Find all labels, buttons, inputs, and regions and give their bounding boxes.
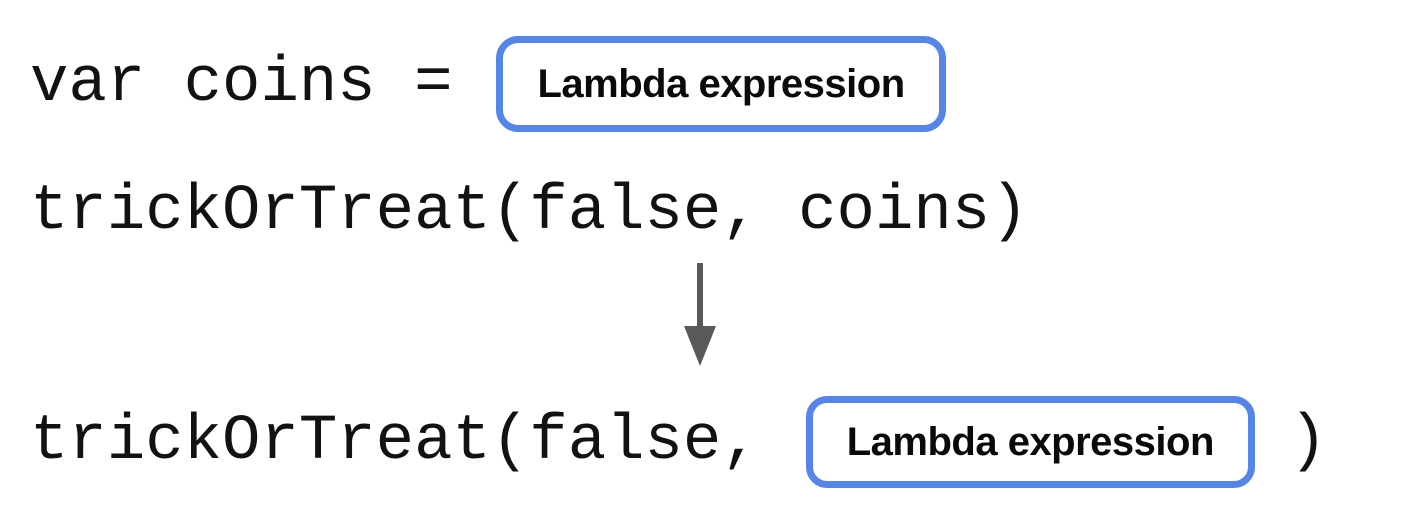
call-after-line: trickOrTreat(false, Lambda expression ) (30, 392, 1327, 492)
call-before-line: trickOrTreat(false, coins) (30, 180, 1029, 244)
assignment-code: var coins = (30, 48, 453, 120)
lambda-expression-chip-top: Lambda expression (496, 36, 946, 132)
call-after-code-suffix: ) (1288, 406, 1328, 478)
lambda-expression-chip-bottom: Lambda expression (805, 396, 1255, 488)
call-after-code-prefix: trickOrTreat(false, (30, 406, 760, 478)
lambda-expression-chip-label: Lambda expression (537, 62, 905, 106)
call-before-code: trickOrTreat(false, coins) (30, 176, 1029, 248)
assignment-line: var coins = Lambda expression (30, 34, 946, 134)
arrow-down-icon (680, 260, 720, 370)
lambda-expression-chip-label: Lambda expression (846, 420, 1215, 464)
